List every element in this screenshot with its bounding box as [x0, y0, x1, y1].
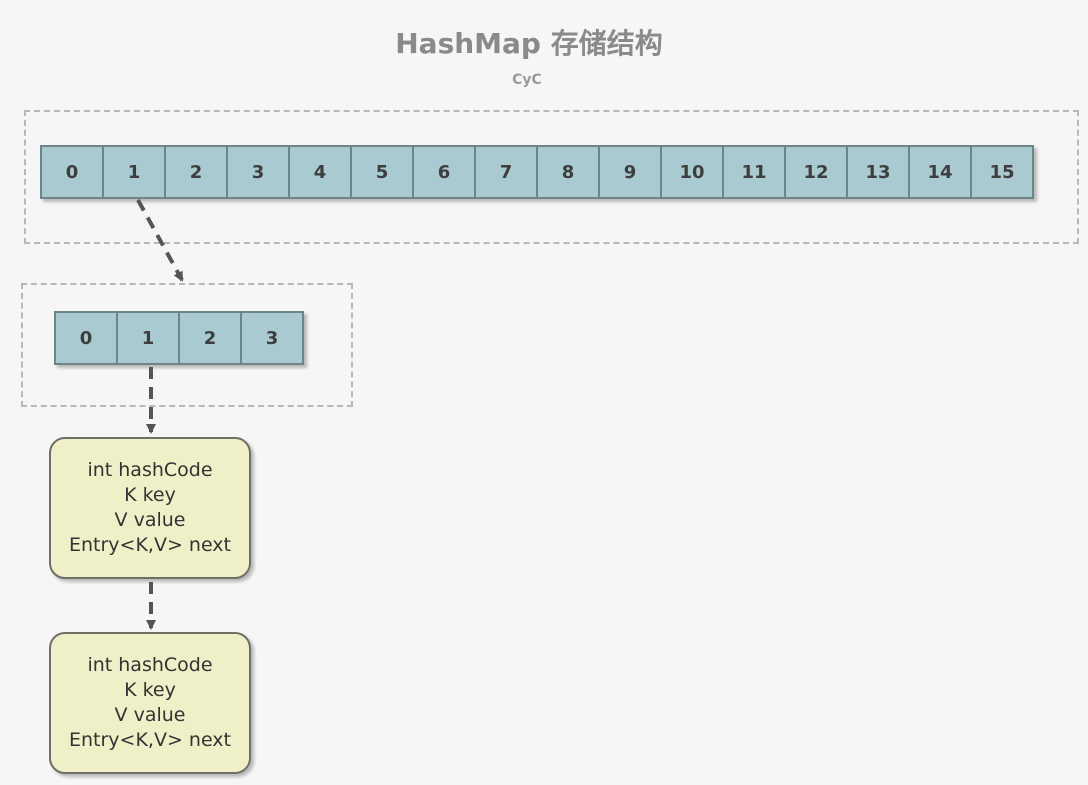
- inner-bucket-array: 0 1 2 3: [54, 311, 304, 365]
- bucket-cell: 3: [226, 145, 290, 199]
- bucket-cell: 10: [660, 145, 724, 199]
- bucket-cell: 1: [116, 311, 180, 365]
- bucket-cell: 9: [598, 145, 662, 199]
- entry-field-value: V value: [114, 509, 186, 531]
- bucket-cell: 2: [178, 311, 242, 365]
- bucket-cell: 0: [40, 145, 104, 199]
- bucket-cell: 0: [54, 311, 118, 365]
- bucket-cell: 11: [722, 145, 786, 199]
- entry-field-next: Entry<K,V> next: [68, 534, 232, 556]
- diagram-subtitle: CyC: [512, 72, 542, 88]
- outer-table-frame: [24, 110, 1079, 244]
- outer-bucket-array: 0 1 2 3 4 5 6 7 8 9 10 11 12 13 14 15: [40, 145, 1034, 199]
- entry-field-hashcode: int hashCode: [87, 654, 213, 676]
- inner-table-frame: [21, 283, 353, 407]
- entry-node: int hashCode K key V value Entry<K,V> ne…: [49, 632, 251, 774]
- entry-field-key: K key: [124, 679, 176, 701]
- entry-node: int hashCode K key V value Entry<K,V> ne…: [49, 437, 251, 579]
- diagram-title: HashMap 存储结构: [395, 27, 663, 60]
- bucket-cell: 5: [350, 145, 414, 199]
- bucket-cell: 1: [102, 145, 166, 199]
- bucket-cell: 6: [412, 145, 476, 199]
- entry-field-hashcode: int hashCode: [87, 459, 213, 481]
- bucket-cell: 7: [474, 145, 538, 199]
- entry-field-key: K key: [124, 484, 176, 506]
- arrow-bucket-to-inner-table: [136, 199, 184, 282]
- bucket-cell: 3: [240, 311, 304, 365]
- bucket-cell: 15: [970, 145, 1034, 199]
- entry-field-next: Entry<K,V> next: [68, 729, 232, 751]
- bucket-cell: 12: [784, 145, 848, 199]
- entry-field-value: V value: [114, 704, 186, 726]
